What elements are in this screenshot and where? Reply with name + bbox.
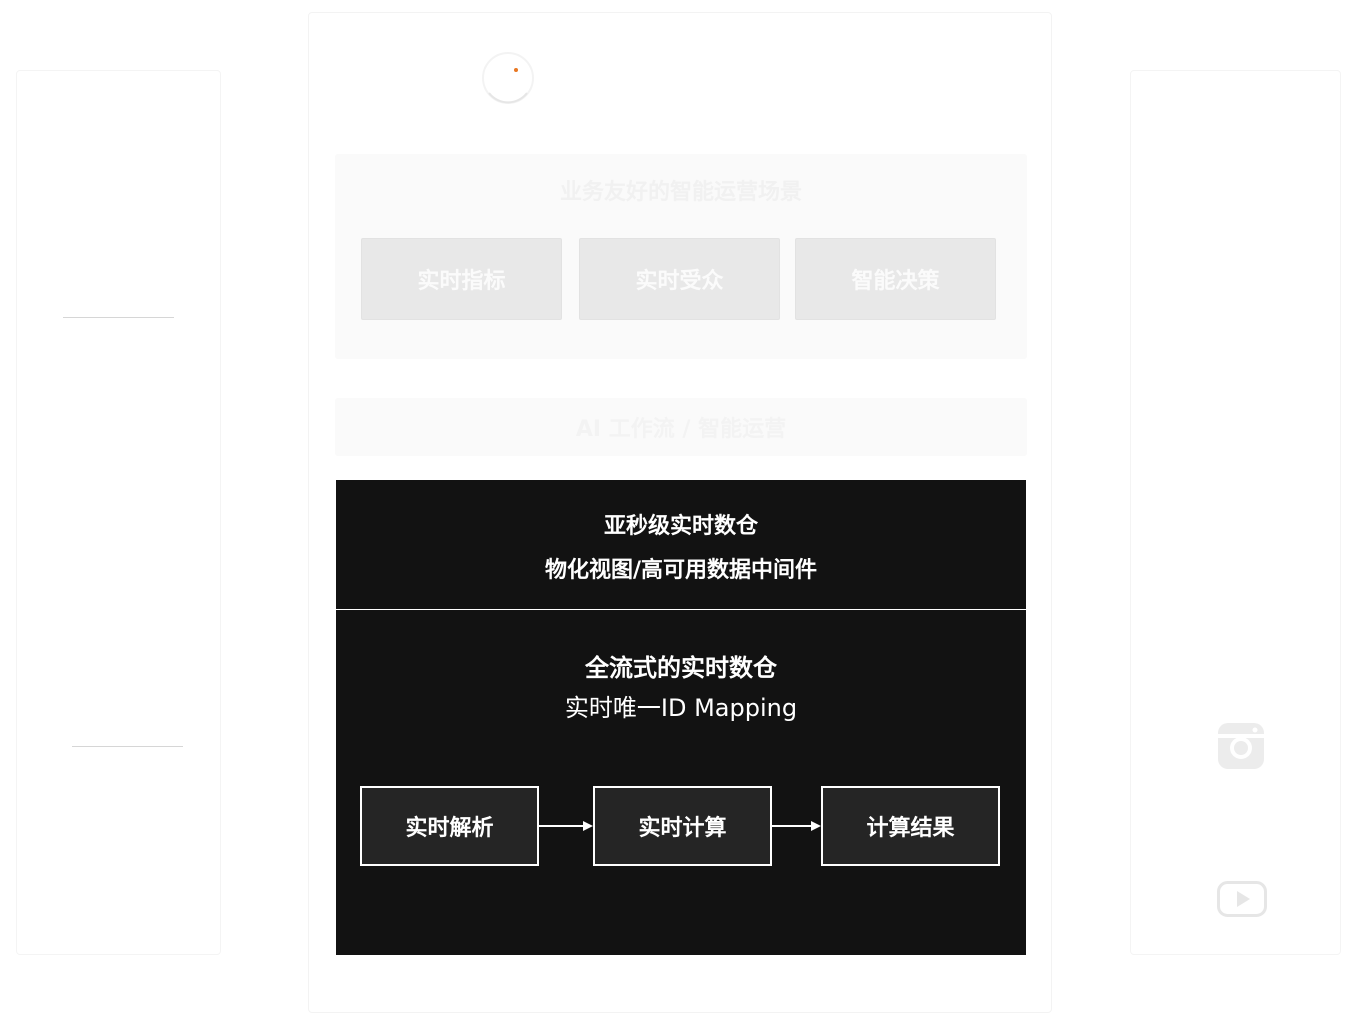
flow-step-compute: 实时计算 (593, 786, 772, 866)
flow-step-result: 计算结果 (821, 786, 1000, 866)
scenario-button-smart-decision[interactable]: 智能决策 (795, 238, 996, 320)
workflow-bar: AI 工作流 / 智能运营 (335, 398, 1027, 456)
scenario-button-realtime-metrics[interactable]: 实时指标 (361, 238, 562, 320)
play-icon[interactable] (1217, 881, 1267, 917)
arrow-icon (772, 821, 821, 831)
scenario-section: 业务友好的智能运营场景 实时指标 实时受众 智能决策 (335, 154, 1027, 359)
arrow-icon (539, 821, 593, 831)
right-side-panel (1130, 70, 1341, 955)
camera-icon[interactable] (1217, 722, 1265, 770)
scenario-button-realtime-audience[interactable]: 实时受众 (579, 238, 780, 320)
pipeline-layer: 全流式的实时数仓 实时唯一ID Mapping 实时解析 实时计算 计算结果 (336, 610, 1026, 955)
scenario-title: 业务友好的智能运营场景 (559, 180, 802, 205)
divider (72, 746, 183, 747)
pipeline-title: 全流式的实时数仓 (585, 654, 777, 682)
warehouse-line-2: 物化视图/高可用数据中间件 (544, 558, 818, 583)
pipeline-subtitle: 实时唯一ID Mapping (564, 694, 798, 722)
divider (63, 317, 174, 318)
flow-step-parse: 实时解析 (360, 786, 539, 866)
warehouse-layer: 亚秒级实时数仓 物化视图/高可用数据中间件 (336, 480, 1026, 609)
spinner-icon (482, 52, 534, 104)
left-side-panel (16, 70, 221, 955)
warehouse-line-1: 亚秒级实时数仓 (603, 514, 758, 539)
main-card: 业务友好的智能运营场景 实时指标 实时受众 智能决策 AI 工作流 / 智能运营… (308, 12, 1052, 1013)
